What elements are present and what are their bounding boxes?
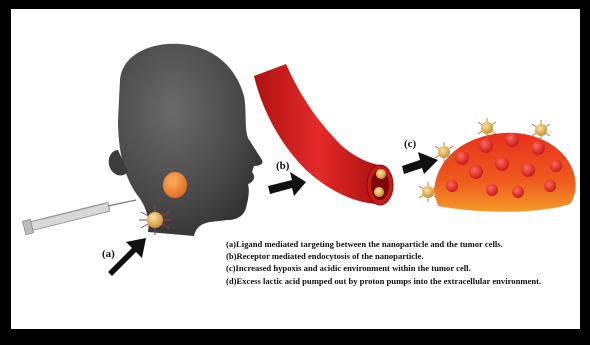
legend-item-c: (c)Increased hypoxis and acidic environm…	[226, 262, 571, 274]
legend-item-d: (d)Excess lactic acid pumped out by prot…	[226, 275, 571, 287]
legend-item-b: (b)Receptor mediated endocytosis of the …	[226, 250, 571, 262]
arrow-c-icon	[402, 152, 438, 174]
legend-item-a: (a)Ligand mediated targeting between the…	[226, 238, 571, 250]
legend: (a)Ligand mediated targeting between the…	[226, 238, 571, 287]
label-a: (a)	[102, 248, 115, 260]
label-b: (b)	[276, 160, 289, 172]
arrow-b-icon	[268, 172, 306, 196]
syringe	[22, 200, 136, 235]
blood-vessel	[254, 64, 393, 205]
label-c: (c)	[404, 138, 416, 150]
head-model	[109, 44, 263, 236]
neck-tumor	[163, 172, 187, 198]
tumor-mass	[434, 133, 576, 212]
